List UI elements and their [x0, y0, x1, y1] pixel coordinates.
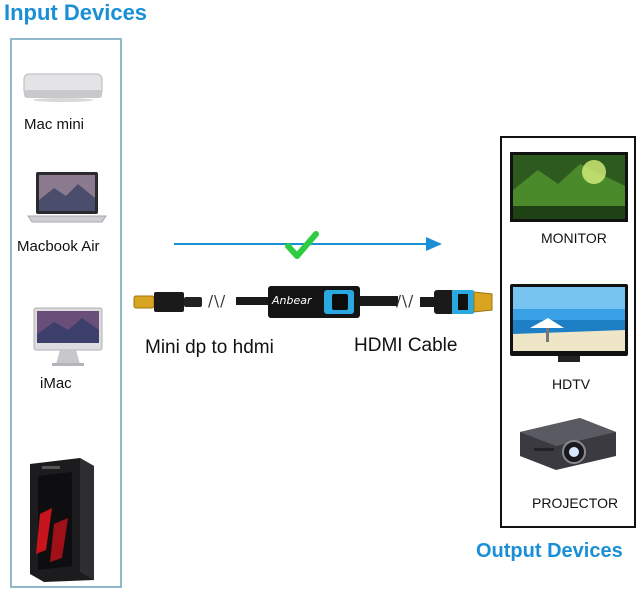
projector-icon — [520, 418, 616, 470]
projector-label: PROJECTOR — [532, 495, 619, 511]
desktop-tower-icon — [30, 458, 94, 582]
adapter-body — [236, 286, 398, 318]
signal-arrow — [174, 237, 442, 251]
imac-label: iMac — [40, 375, 72, 392]
macbook-air-label: Macbook Air — [17, 238, 100, 255]
monitor-icon — [510, 152, 628, 222]
input-devices-title: Input Devices — [4, 0, 148, 25]
input-devices-box — [10, 38, 122, 588]
hdtv-icon — [510, 284, 628, 362]
hdtv-label: HDTV — [552, 376, 591, 392]
hdmi-plug — [420, 290, 493, 314]
imac-icon — [33, 307, 103, 366]
brand-label: Anbear — [272, 294, 312, 307]
mini-dp-plug — [133, 292, 202, 312]
mac-mini-icon — [23, 73, 103, 102]
checkmark-icon — [285, 231, 319, 259]
mac-mini-label: Mac mini — [24, 116, 85, 133]
macbook-air-icon — [27, 172, 107, 223]
monitor-label: MONITOR — [541, 230, 607, 246]
arrow-right-icon — [426, 237, 442, 251]
cable-break-mark-right: /\/ — [396, 292, 415, 310]
output-devices-title: Output Devices — [476, 540, 623, 562]
hdmi-cable-label: HDMI Cable — [354, 335, 458, 356]
output-devices-box — [500, 136, 636, 528]
mini-dp-to-hdmi-label: Mini dp to hdmi — [145, 337, 274, 358]
cable-break-mark-left: /\/ — [208, 292, 227, 310]
